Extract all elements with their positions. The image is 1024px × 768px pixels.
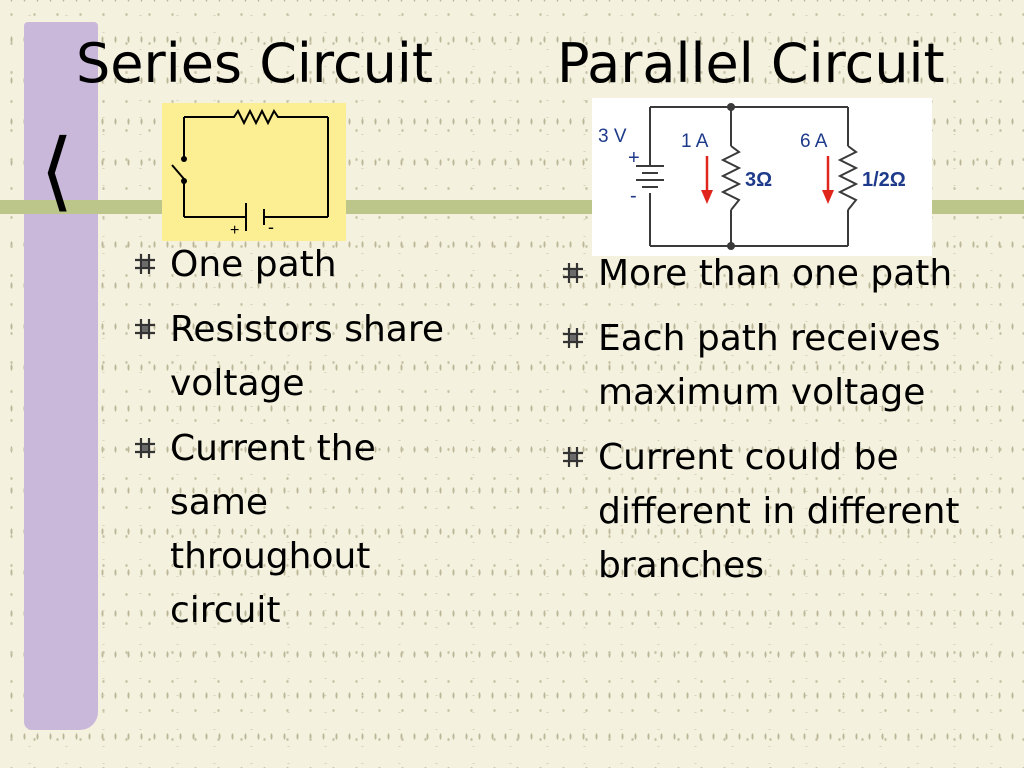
series-battery-plus-label: + [230, 222, 239, 239]
list-item: More than one path [560, 247, 1000, 301]
resistor-3-ohm [720, 145, 742, 211]
series-resistor [184, 108, 328, 126]
branch-1-resistance-label: 3Ω [745, 169, 772, 191]
left-bracket-icon: ⟨ [40, 121, 74, 221]
hash-star-icon [563, 328, 583, 348]
bullet-text: Each path receives maximum voltage [598, 318, 941, 413]
bullet-text: Current could be different in different … [598, 437, 960, 586]
battery-plus-label: + [628, 147, 640, 169]
resistor-half-ohm [837, 145, 859, 211]
decorative-vertical-bar [24, 22, 98, 730]
bullet-text: Resistors share voltage [170, 309, 444, 404]
series-switch [171, 164, 185, 180]
list-item: Current the same throughout circuit [132, 422, 472, 638]
series-circuit-title: Series Circuit [76, 32, 434, 95]
parallel-circuit-schematic: 3 V + - 1 A 3Ω 6 A 1/2Ω [598, 103, 906, 250]
hash-star-icon [563, 447, 583, 467]
list-item: Resistors share voltage [132, 303, 472, 411]
parallel-bullet-list: More than one path Each path receives ma… [560, 247, 1000, 604]
hash-star-icon [135, 438, 155, 458]
bullet-text: One path [170, 244, 337, 285]
list-item: One path [132, 238, 472, 292]
list-item: Current could be different in different … [560, 431, 1000, 593]
branch-1-current-label: 1 A [681, 131, 709, 152]
battery-minus-label: - [630, 185, 637, 207]
source-voltage-label: 3 V [598, 126, 627, 147]
hash-star-icon [135, 254, 155, 274]
parallel-battery [636, 165, 664, 188]
series-battery-minus-label: - [268, 217, 274, 237]
bullet-text: More than one path [598, 253, 953, 294]
series-circuit-schematic: + - [171, 108, 329, 239]
parallel-circuit-title: Parallel Circuit [557, 32, 945, 95]
hash-star-icon [135, 319, 155, 339]
bullet-text: Current the same throughout circuit [170, 428, 376, 631]
branch-2-current-label: 6 A [800, 131, 828, 152]
hash-star-icon [563, 263, 583, 283]
branch-2-resistance-label: 1/2Ω [862, 169, 906, 191]
series-bullet-list: One path Resistors share voltage Current… [132, 238, 472, 649]
parallel-circuit-diagram: 3 V + - 1 A 3Ω 6 A 1/2Ω [592, 98, 932, 256]
list-item: Each path receives maximum voltage [560, 312, 1000, 420]
series-circuit-diagram: + - [162, 103, 346, 241]
